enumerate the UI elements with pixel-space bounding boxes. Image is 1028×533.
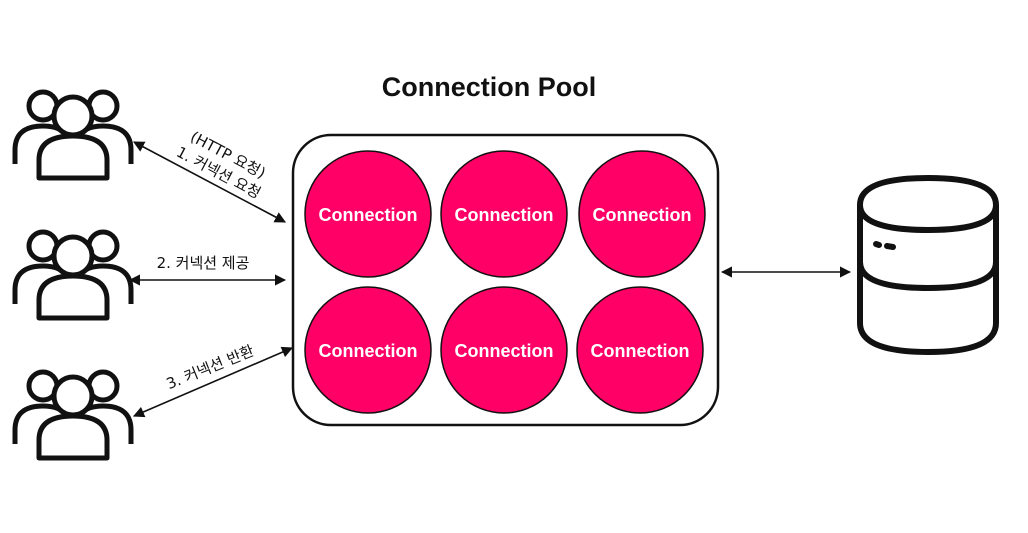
connection-3-label: Connection <box>593 205 692 225</box>
step-3-label: 3. 커넥션 반환 <box>164 342 257 394</box>
connection-6-label: Connection <box>591 341 690 361</box>
connection-4: Connection <box>304 286 432 414</box>
connection-1: Connection <box>304 150 432 278</box>
database-icon <box>857 175 999 355</box>
connection-2-label: Connection <box>455 205 554 225</box>
client-group-1-icon <box>15 92 131 178</box>
connection-6: Connection <box>576 286 704 414</box>
client-group-2-icon <box>15 232 131 318</box>
connection-1-label: Connection <box>319 205 418 225</box>
connection-4-label: Connection <box>319 341 418 361</box>
connection-3: Connection <box>578 150 706 278</box>
arrow-step-1 <box>133 141 286 223</box>
connection-5: Connection <box>440 286 568 414</box>
step-2-label: 2. 커넥션 제공 <box>157 254 250 272</box>
arrow-step-3 <box>132 346 294 418</box>
client-group-3-icon <box>15 372 131 458</box>
connection-5-label: Connection <box>455 341 554 361</box>
diagram-title: Connection Pool <box>382 72 596 102</box>
connection-2: Connection <box>440 150 568 278</box>
